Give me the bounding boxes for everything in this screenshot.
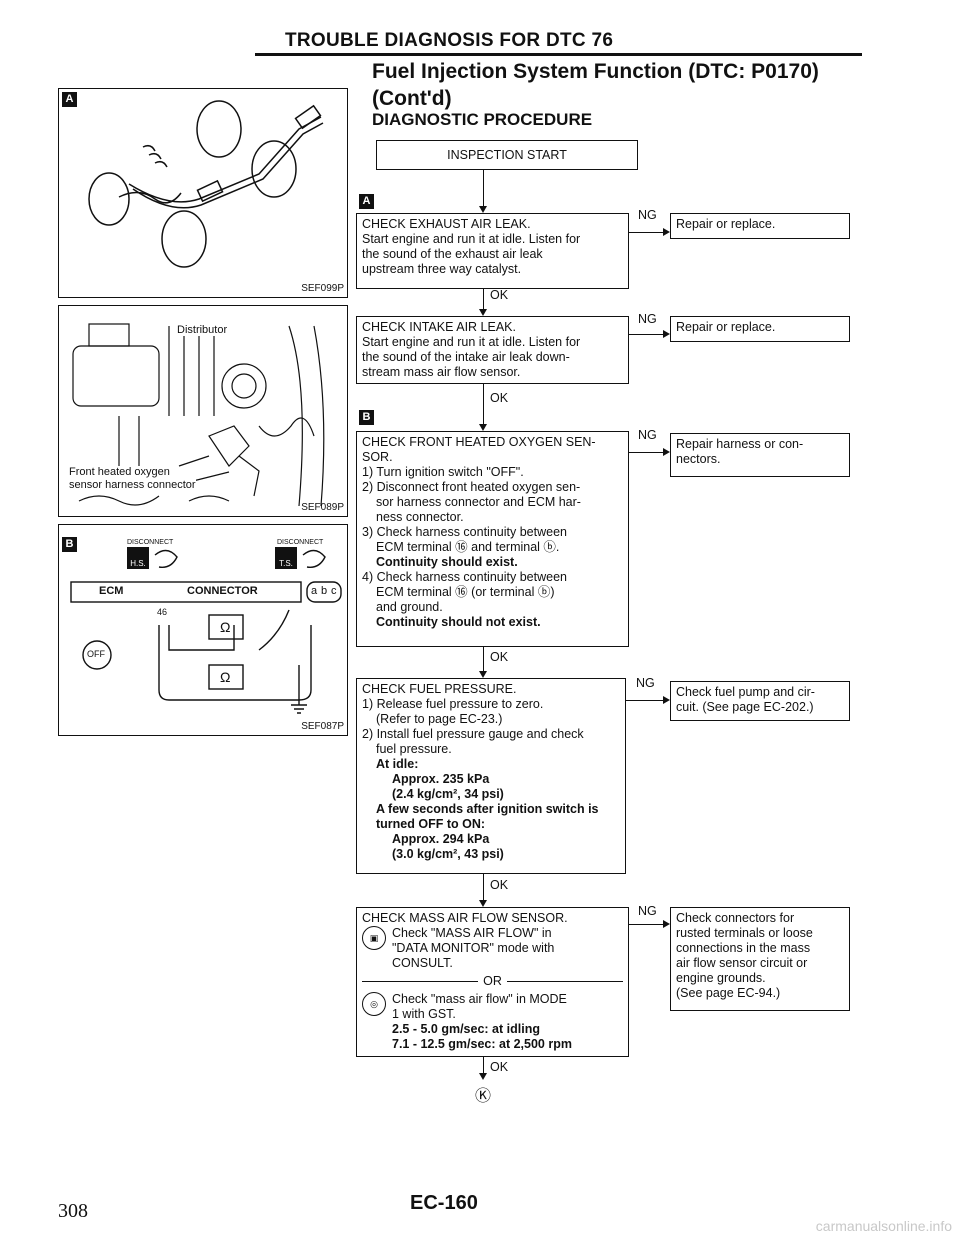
pin-46-label: 46 (157, 607, 168, 617)
title-line-2: (Cont'd) (372, 87, 452, 110)
engine-bay-drawing (72, 323, 325, 507)
terminal-b-label: b (321, 585, 328, 597)
figure-code-1: SEF099P (301, 283, 344, 294)
inspection-start-box: INSPECTION START (376, 140, 638, 170)
ng-action-check-fuel-pump: Check fuel pump and cir- cuit. (See page… (670, 681, 850, 721)
ng-label-3: NG (638, 428, 657, 442)
marker-b-flow: B (359, 410, 374, 425)
distributor-label: Distributor (177, 324, 228, 336)
ng-action-repair-replace-1: Repair or replace. (670, 213, 850, 239)
terminal-c-label: c (331, 585, 337, 597)
ng-label-5: NG (638, 904, 657, 918)
ecm-label: ECM (99, 585, 124, 597)
page-code: EC-160 (410, 1192, 478, 1214)
step-fuel-pressure: CHECK FUEL PRESSURE. 1) Release fuel pre… (356, 678, 626, 874)
terminal-a-label: a (311, 585, 318, 597)
ng-label-2: NG (638, 312, 657, 326)
ng-action-repair-replace-2: Repair or replace. (670, 316, 850, 342)
disconnect-label-2: DISCONNECT (277, 539, 324, 546)
page-header: TROUBLE DIAGNOSIS FOR DTC 76 (285, 30, 614, 51)
hs-connector-icon: H.S. (127, 547, 149, 569)
step-front-heated-oxygen-sensor: CHECK FRONT HEATED OXYGEN SEN- SOR. 1) T… (356, 431, 629, 647)
figure-code-2: SEF089P (301, 502, 344, 513)
continuity-circuit-drawing (70, 549, 342, 714)
marker-a-left: A (62, 92, 77, 107)
ok-label-4: OK (490, 878, 509, 892)
ok-label-2: OK (490, 391, 509, 405)
title-line-1: Fuel Injection System Function (DTC: P01… (372, 60, 819, 83)
continuity-check-panel: DISCONNECT DISCONNECT H.S. T.S. ECM CONN… (58, 524, 348, 736)
oxygen-sensor-label-1: Front heated oxygen (69, 466, 170, 478)
ignition-off-label: OFF (87, 649, 105, 659)
or-separator: OR (362, 974, 623, 989)
section-title: Fuel Injection System Function (DTC: P01… (372, 58, 819, 112)
exhaust-illustration-panel: SEF099P (58, 88, 348, 298)
marker-b-left: B (62, 537, 77, 552)
ng-label-4: NG (636, 676, 655, 690)
oxygen-sensor-label-2: sensor harness connector (69, 479, 196, 491)
connector-label: CONNECTOR (187, 585, 258, 597)
continue-marker-k: Ⓚ (475, 1088, 492, 1105)
ohmmeter-symbol-2: Ω (220, 669, 231, 685)
engine-bay-illustration-panel: Distributor Front heated oxygen sensor h… (58, 305, 348, 517)
ok-label-3: OK (490, 650, 509, 664)
gst-tool-icon: ◎ (362, 992, 386, 1016)
ng-action-repair-harness: Repair harness or con- nectors. (670, 433, 850, 477)
ok-label-1: OK (490, 288, 509, 302)
step-mass-air-flow-sensor: CHECK MASS AIR FLOW SENSOR. ▣ Check "MAS… (356, 907, 629, 1057)
exhaust-system-drawing (88, 100, 324, 268)
ohmmeter-symbol-1: Ω (220, 619, 231, 635)
ok-label-5: OK (490, 1060, 509, 1074)
diagnostic-procedure-heading: DIAGNOSTIC PROCEDURE (372, 110, 593, 129)
page-number: 308 (58, 1200, 88, 1222)
consult-tool-icon: ▣ (362, 926, 386, 950)
figure-code-3: SEF087P (301, 721, 344, 732)
disconnect-label-1: DISCONNECT (127, 539, 174, 546)
watermark: carmanualsonline.info (815, 1218, 952, 1234)
ng-label-1: NG (638, 208, 657, 222)
marker-a-flow: A (359, 194, 374, 209)
step-intake-air-leak: CHECK INTAKE AIR LEAK. Start engine and … (356, 316, 629, 384)
step-exhaust-air-leak: CHECK EXHAUST AIR LEAK. Start engine and… (356, 213, 629, 289)
header-rule (255, 53, 862, 56)
ng-action-check-connectors: Check connectors for rusted terminals or… (670, 907, 850, 1011)
ts-connector-icon: T.S. (275, 547, 297, 569)
